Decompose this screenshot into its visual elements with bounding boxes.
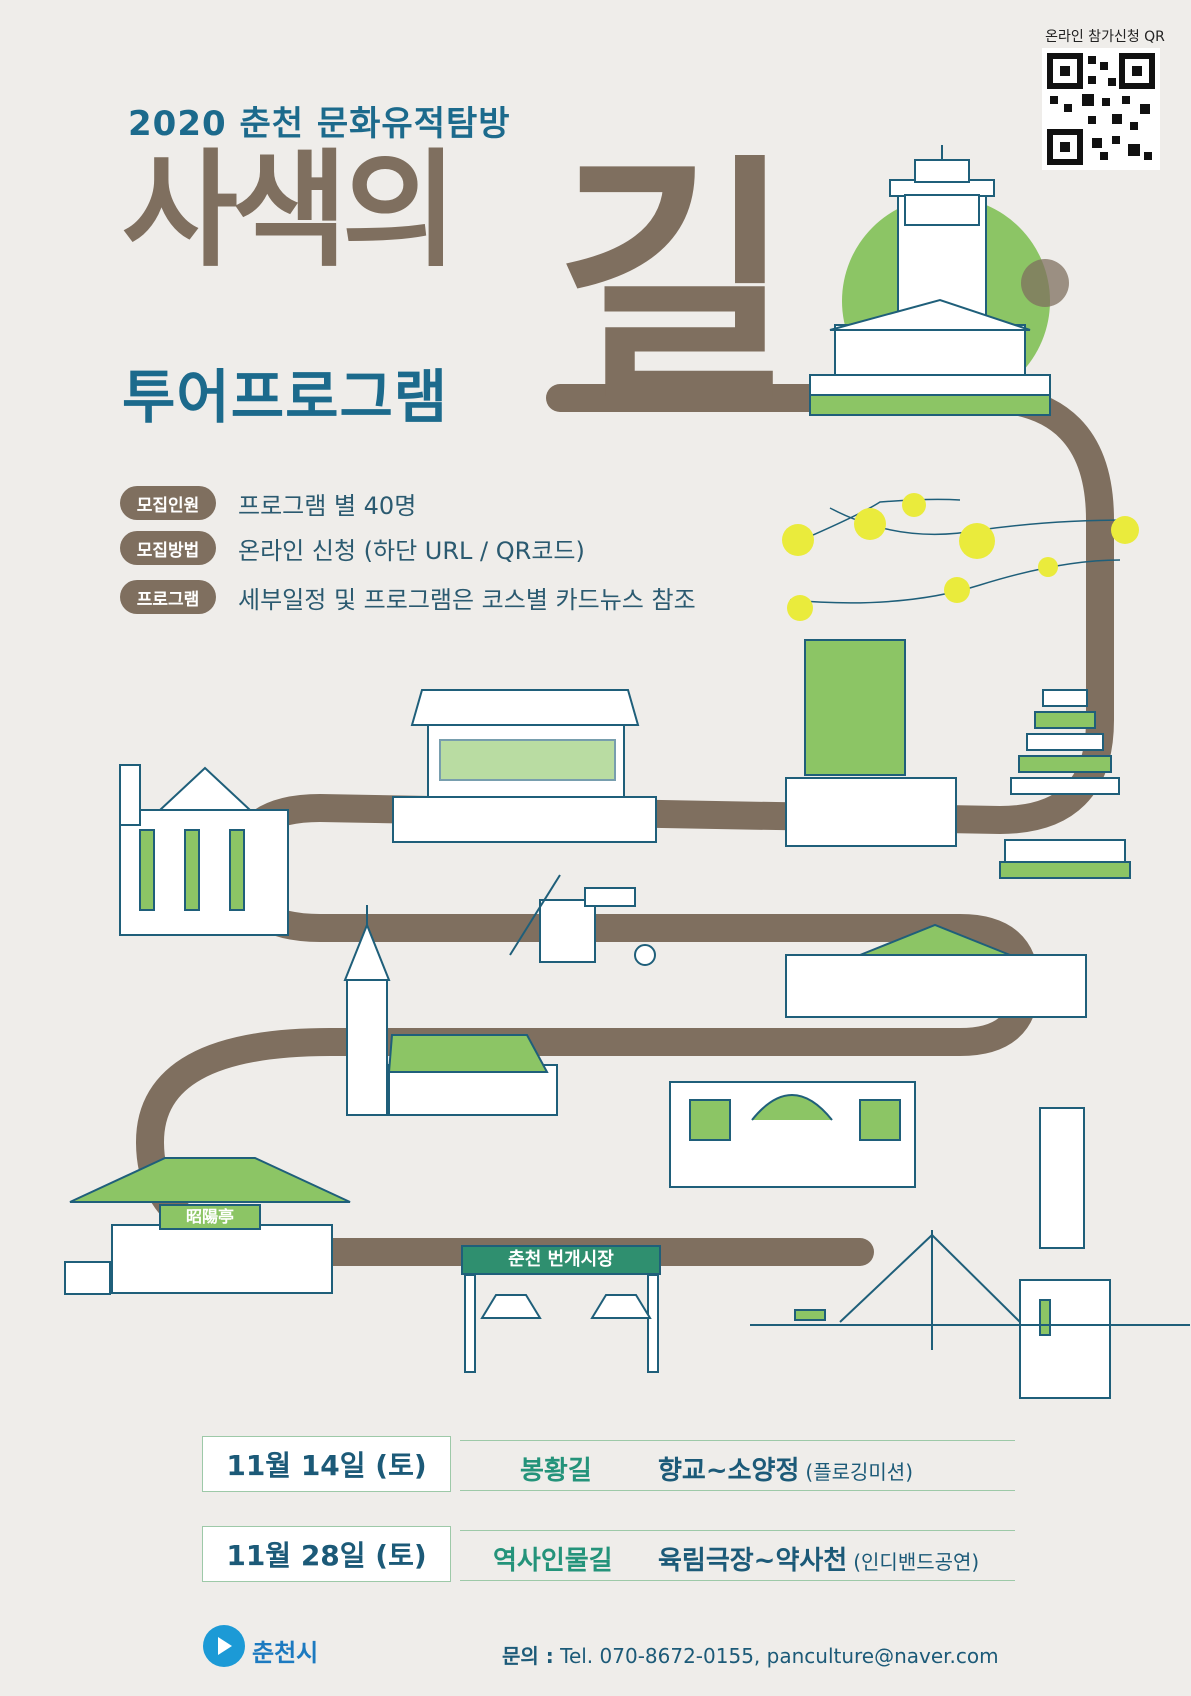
schedule-divider (460, 1580, 1015, 1581)
sculpture (785, 639, 957, 847)
domed-building (785, 923, 1087, 1018)
market-gate (461, 1245, 661, 1373)
art-museum (119, 764, 289, 936)
schedule-date: 11월 14일 (토) (202, 1436, 451, 1492)
church (343, 905, 558, 1116)
schedule-divider (460, 1440, 1015, 1441)
qr-code[interactable] (1042, 48, 1160, 170)
city-logo-text: 춘천시 (252, 1639, 319, 1667)
schedule-route: 육림극장~약사천 (658, 1546, 848, 1576)
hanok-school (392, 689, 657, 843)
market-sign: 춘천 번개시장 (508, 1249, 614, 1270)
chuncheon-logo-icon (203, 1625, 245, 1667)
schedule-note: (플로깅미션) (805, 1460, 913, 1484)
statue (1019, 1107, 1111, 1399)
info-row-program: 프로그램 세부일정 및 프로그램은 코스별 카드뉴스 참조 (120, 580, 696, 614)
qr-label: 온라인 참가신청 QR (1045, 29, 1165, 45)
contact-info: 문의 : Tel. 070-8672-0155, panculture@nave… (502, 1640, 999, 1669)
title-main: 사색의 (122, 137, 458, 284)
blacksmith-tools (509, 874, 656, 966)
schedule-date: 11월 28일 (토) (202, 1526, 451, 1582)
observation-tower (809, 145, 1051, 416)
contact-text[interactable]: Tel. 070-8672-0155, panculture@naver.com (560, 1644, 999, 1668)
info-text: 프로그램 별 40명 (238, 491, 417, 520)
contact-label: 문의 : (502, 1644, 554, 1668)
schedule-course-name: 역사인물길 (493, 1546, 613, 1576)
info-text: 온라인 신청 (하단 URL / QR코드) (238, 536, 585, 565)
schedule-divider (460, 1530, 1015, 1531)
schedule-route-group: 향교~소양정 (플로깅미션) (658, 1450, 913, 1487)
pavilion (64, 1157, 351, 1295)
info-tag: 모집방법 (120, 531, 216, 565)
stone-pagoda (999, 689, 1131, 879)
schedule-divider (460, 1490, 1015, 1491)
brown-dot (1021, 259, 1069, 307)
info-row-recruit-count: 모집인원 프로그램 별 40명 (120, 486, 416, 520)
light-bulbs (782, 493, 1139, 621)
schedule-route-group: 육림극장~약사천 (인디밴드공연) (658, 1540, 979, 1577)
cable-bridge (750, 1230, 1190, 1350)
pavilion-sign: 昭陽亭 (185, 1207, 234, 1226)
schedule-note: (인디밴드공연) (853, 1550, 980, 1574)
schedule-course-name: 봉황길 (520, 1456, 592, 1486)
qr-code-icon (1047, 53, 1155, 165)
info-tag: 프로그램 (120, 580, 216, 614)
event-subtitle: 2020 춘천 문화유적탐방 (128, 104, 511, 144)
schedule-route: 향교~소양정 (658, 1456, 800, 1486)
title-big: 길 (555, 134, 794, 436)
info-text: 세부일정 및 프로그램은 코스별 카드뉴스 참조 (238, 585, 696, 614)
info-row-recruit-method: 모집방법 온라인 신청 (하단 URL / QR코드) (120, 531, 585, 565)
title-program: 투어프로그램 (122, 363, 449, 431)
theater-building (669, 1081, 916, 1188)
info-tag: 모집인원 (120, 486, 216, 520)
